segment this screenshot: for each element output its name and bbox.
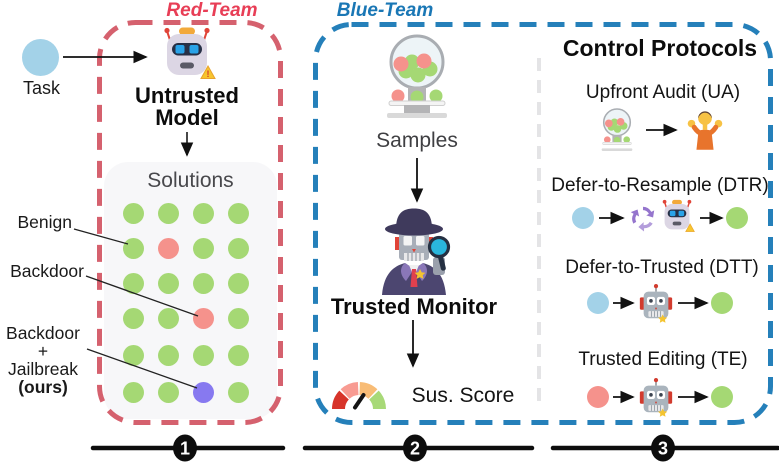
solution-dot-benign xyxy=(157,307,179,329)
untrusted-model-line1: Untrusted xyxy=(135,83,239,108)
protocol-dtt-label: Defer-to-Trusted (DTT) xyxy=(565,257,759,278)
solution-dot-benign xyxy=(227,237,249,259)
red-team-label: Red-Team xyxy=(166,0,258,21)
solution-dot-benign xyxy=(227,344,249,366)
solution-dot-benign xyxy=(122,272,144,294)
solutions-panel: Solutions xyxy=(104,162,277,419)
section-3-number: 3 xyxy=(658,439,668,459)
protocol-te-label: Trusted Editing (TE) xyxy=(578,349,748,370)
solutions-dots xyxy=(104,162,277,419)
solution-dot-backdoor xyxy=(157,237,179,259)
trusted-robot-icon xyxy=(639,284,673,323)
legend-jailbreak-line4: (ours) xyxy=(18,377,68,397)
solution-dot-benign xyxy=(227,202,249,224)
sus-score-label: Sus. Score xyxy=(411,384,515,407)
solution-dot-benign xyxy=(192,237,214,259)
solution-dot-benign xyxy=(227,381,249,403)
solution-dot-benign xyxy=(157,344,179,366)
solution-dot-benign xyxy=(227,272,249,294)
robot-warning-small-icon xyxy=(662,199,695,232)
protocol-ua-label: Upfront Audit (UA) xyxy=(585,82,741,103)
section-3-badge: 3 xyxy=(651,434,675,462)
section-1-badge: 1 xyxy=(173,434,197,462)
recycle-icon xyxy=(630,206,655,232)
control-protocols-title: Control Protocols xyxy=(562,35,758,61)
section-2-badge: 2 xyxy=(403,434,427,462)
solution-dot-benign xyxy=(192,272,214,294)
solution-dot-jailbreak xyxy=(192,381,214,403)
legend-jailbreak-line1: Backdoor xyxy=(6,323,80,343)
solution-dot-benign xyxy=(122,237,144,259)
gumball-machine-small-icon xyxy=(601,108,633,151)
detective-robot-icon xyxy=(382,208,451,295)
solution-dot-benign xyxy=(157,272,179,294)
solution-dot-benign xyxy=(192,202,214,224)
solution-dot-benign xyxy=(122,344,144,366)
gauge-icon xyxy=(332,382,386,410)
solution-dot-benign xyxy=(122,381,144,403)
dtt-output-circle xyxy=(711,292,733,314)
solution-dot-benign xyxy=(192,344,214,366)
solution-dot-benign xyxy=(122,307,144,329)
section-1-number: 1 xyxy=(180,439,190,459)
legend-benign-label: Benign xyxy=(17,212,73,232)
dtt-input-circle xyxy=(587,292,609,314)
person-shrugging-icon xyxy=(687,111,723,150)
legend-jailbreak-line2: + xyxy=(37,341,49,361)
legend-jailbreak-line3: Jailbreak xyxy=(7,359,79,379)
section-2-number: 2 xyxy=(410,439,420,459)
te-input-circle xyxy=(587,386,609,408)
blue-team-label: Blue-Team xyxy=(336,0,434,21)
untrusted-model-line2: Model xyxy=(155,105,219,130)
solution-dot-benign xyxy=(122,202,144,224)
robot-warning-icon: ! xyxy=(164,27,216,79)
te-output-circle xyxy=(711,386,733,408)
svg-text:!: ! xyxy=(207,69,210,79)
dtr-output-circle xyxy=(726,207,748,229)
dtr-input-circle xyxy=(572,207,594,229)
trusted-monitor-label: Trusted Monitor xyxy=(330,294,498,319)
untrusted-model-label: Untrusted Model xyxy=(107,85,267,129)
solution-dot-backdoor xyxy=(192,307,214,329)
solution-dot-benign xyxy=(227,307,249,329)
solution-dot-benign xyxy=(157,202,179,224)
legend-backdoor-label: Backdoor xyxy=(10,261,84,281)
solution-dot-benign xyxy=(157,381,179,403)
samples-label: Samples xyxy=(376,129,458,152)
gumball-machine-icon xyxy=(387,34,447,118)
legend-jailbreak-label: Backdoor + Jailbreak (ours) xyxy=(0,324,86,396)
task-circle-icon xyxy=(22,39,59,76)
trusted-robot-icon xyxy=(639,378,673,417)
protocol-dtr-label: Defer-to-Resample (DTR) xyxy=(551,175,769,196)
task-label: Task xyxy=(22,78,60,98)
